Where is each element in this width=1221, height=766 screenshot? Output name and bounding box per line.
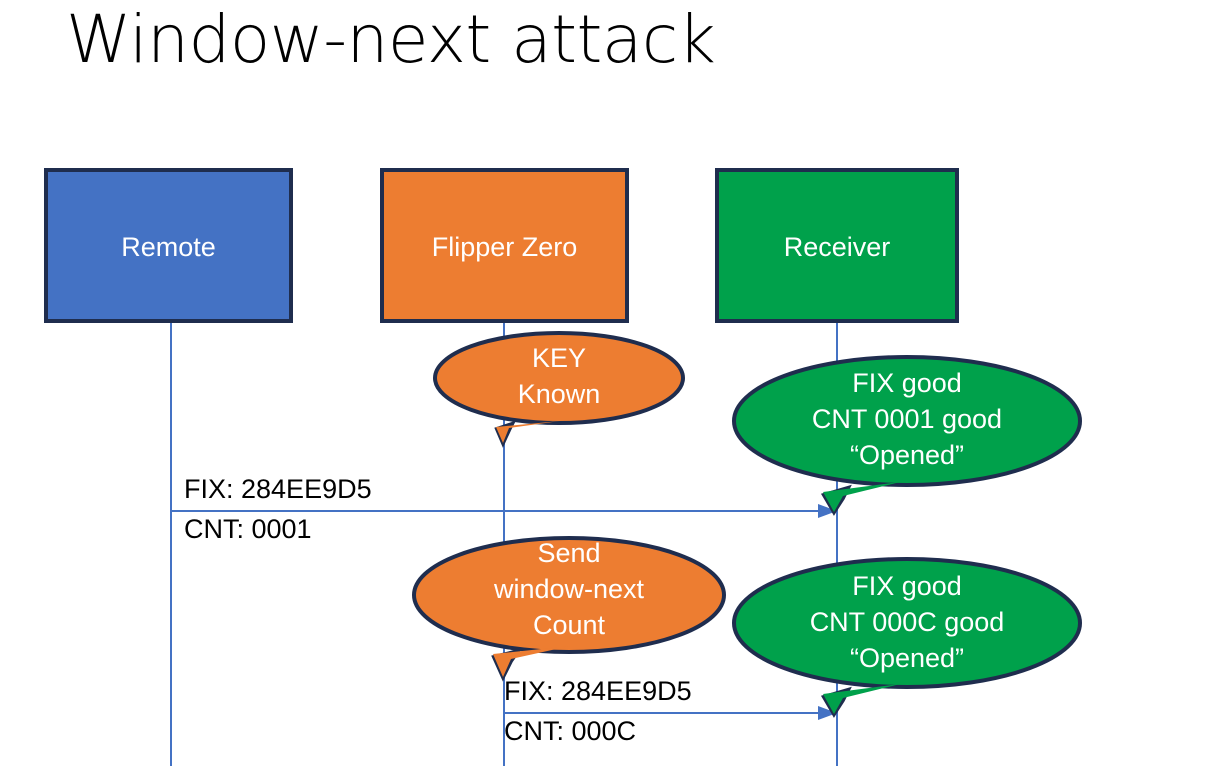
callout-text-key-known: KEY Known (435, 340, 683, 412)
node-label-receiver: Receiver (783, 232, 891, 262)
callout-text-receiver-cnt-000c: FIX good CNT 000C good “Opened” (734, 568, 1080, 676)
node-box-receiver[interactable] (715, 168, 959, 323)
callout-line-2: CNT 000C good (809, 607, 1005, 637)
node-label-flipper: Flipper Zero (431, 232, 578, 262)
message-label-below-flipper-to-receiver: CNT: 000C (504, 716, 637, 746)
node-label-remote: Remote (121, 232, 216, 262)
page-title: Window-next attack (66, 1, 716, 78)
callout-text-send-window-next: Send window-next Count (414, 535, 724, 643)
callout-line-2: Known (517, 379, 601, 409)
callout-line-2: window-next (493, 574, 645, 604)
message-label-above-remote-to-receiver: FIX: 284EE9D5 (184, 474, 372, 504)
callout-shape-receiver-cnt-0001[interactable] (732, 355, 1082, 516)
callout-shape-receiver-cnt-000c[interactable] (732, 557, 1082, 718)
node-box-remote[interactable] (44, 168, 293, 323)
callout-line-3: “Opened” (849, 440, 965, 470)
arrowhead-remote-to-receiver (818, 504, 837, 518)
message-label-above-flipper-to-receiver: FIX: 284EE9D5 (504, 676, 692, 706)
callout-line-1: KEY (531, 343, 587, 373)
callout-shape-key-known[interactable] (433, 331, 685, 448)
callout-text-receiver-cnt-0001: FIX good CNT 0001 good “Opened” (734, 365, 1080, 473)
node-box-flipper[interactable] (380, 168, 629, 323)
callout-line-3: “Opened” (849, 643, 965, 673)
callout-line-1: FIX good (852, 571, 962, 601)
callout-line-1: FIX good (852, 368, 962, 398)
callout-line-2: CNT 0001 good (811, 404, 1003, 434)
message-label-below-remote-to-receiver: CNT: 0001 (184, 514, 312, 544)
callout-line-3: Count (532, 610, 606, 640)
callout-line-1: Send (537, 538, 601, 568)
callout-shape-send-window-next[interactable] (412, 536, 726, 682)
arrowhead-flipper-to-receiver (818, 706, 837, 720)
